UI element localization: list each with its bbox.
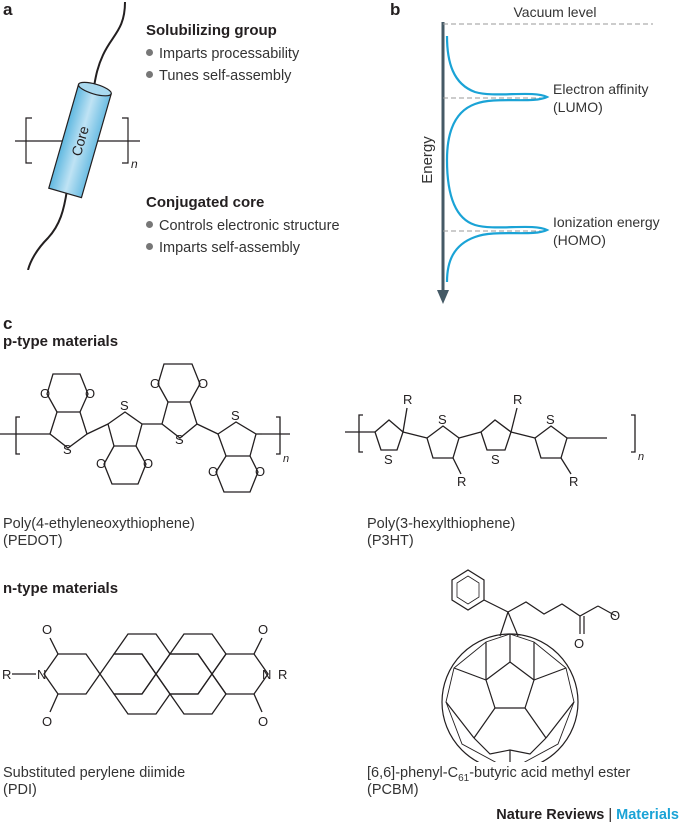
pedot-abbr: (PEDOT) [3,533,63,549]
pedot-o-3: O [96,456,106,471]
pedot-o-4: O [143,456,153,471]
pedot-name: Poly(4-ethyleneoxythiophene) [3,516,195,532]
pedot-s-4: S [231,408,240,423]
polymer-core-schematic: Core n [15,1,140,270]
journal-name: Nature Reviews [496,807,605,823]
repeat-n-a: n [131,157,138,171]
p3ht-name: Poly(3-hexylthiophene) [367,516,516,532]
pdi-o-2: O [42,714,52,729]
conjugated-bullet-1: Controls electronic structure [146,218,340,234]
density-of-states-curve [445,35,550,283]
pedot-o-1: O [40,386,50,401]
upper-side-chain [91,1,126,97]
panel-a-letter: a [3,0,13,19]
energy-axis-label: Energy [419,136,436,184]
pedot-s-1: S [63,442,72,457]
bullet-dot [146,49,153,56]
p3ht-s-4: S [546,412,555,427]
p3ht-n: n [638,451,644,463]
vacuum-level-label: Vacuum level [513,4,596,20]
solubilizing-heading: Solubilizing group [146,22,277,39]
pdi-structure: O O O O N N R R [2,622,287,729]
energy-axis-arrowhead [437,290,449,304]
pedot-s-2: S [120,398,129,413]
p3ht-r-4: R [569,474,578,489]
p3ht-r-3: R [513,392,522,407]
pedot-o-2: O [85,386,95,401]
p3ht-abbr: (P3HT) [367,533,414,549]
left-bracket [25,117,32,164]
pcbm-name: [6,6]-phenyl-C61-butyric acid methyl est… [367,765,631,784]
lumo-label-1: Electron affinity [553,81,648,97]
panel-c-letter: c [3,314,13,333]
energy-diagram: Vacuum level Energy Electron affinity (L… [419,4,660,304]
conjugated-heading: Conjugated core [146,194,265,211]
bullet-dot [146,71,153,78]
homo-label-1: Ionization energy [553,214,660,230]
pedot-o-8: O [255,464,265,479]
core-cylinder: Core [48,81,112,199]
pdi-r-1: R [2,667,11,682]
lower-side-chain [27,189,68,270]
n-type-heading: n-type materials [3,580,119,597]
pdi-o-3: O [258,622,268,637]
p3ht-s-3: S [491,452,500,467]
pedot-structure: S S S S O O O O O O O O n [0,363,290,493]
bullet-dot [146,221,153,228]
pdi-n-1: N [37,667,46,682]
pcbm-o-carbonyl: O [574,636,584,651]
bullet-dot [146,243,153,250]
pedot-o-7: O [208,464,218,479]
journal-footer: Nature Reviews | Materials [496,806,679,824]
pdi-r-2: R [278,667,287,682]
pdi-n-2: N [262,667,271,682]
p3ht-structure: S S S S R R R R n [345,392,644,489]
p3ht-s-1: S [384,452,393,467]
pdi-o-4: O [258,714,268,729]
pcbm-structure: O O [441,569,620,762]
p3ht-s-2: S [438,412,447,427]
homo-label-2: (HOMO) [553,232,606,248]
p3ht-r-2: R [457,474,466,489]
pcbm-abbr: (PCBM) [367,782,419,798]
lumo-label-2: (LUMO) [553,99,603,115]
pcbm-name-subscript: 61 [458,772,470,784]
journal-section: Materials [616,807,679,823]
solubilizing-bullet-2: Tunes self-assembly [146,68,291,84]
pedot-o-5: O [150,376,160,391]
pedot-o-6: O [198,376,208,391]
right-bracket [122,117,129,164]
pcbm-o-ester: O [610,608,620,623]
solubilizing-bullet-1: Imparts processability [146,46,299,62]
panel-b-letter: b [390,0,401,19]
pedot-s-3: S [175,432,184,447]
pedot-n: n [283,453,289,465]
pdi-abbr: (PDI) [3,782,37,798]
footer-separator: | [604,807,617,823]
pdi-o-1: O [42,622,52,637]
conjugated-bullet-2: Imparts self-assembly [146,240,300,256]
p3ht-r-1: R [403,392,412,407]
p-type-heading: p-type materials [3,333,119,350]
pdi-name: Substituted perylene diimide [3,765,186,781]
